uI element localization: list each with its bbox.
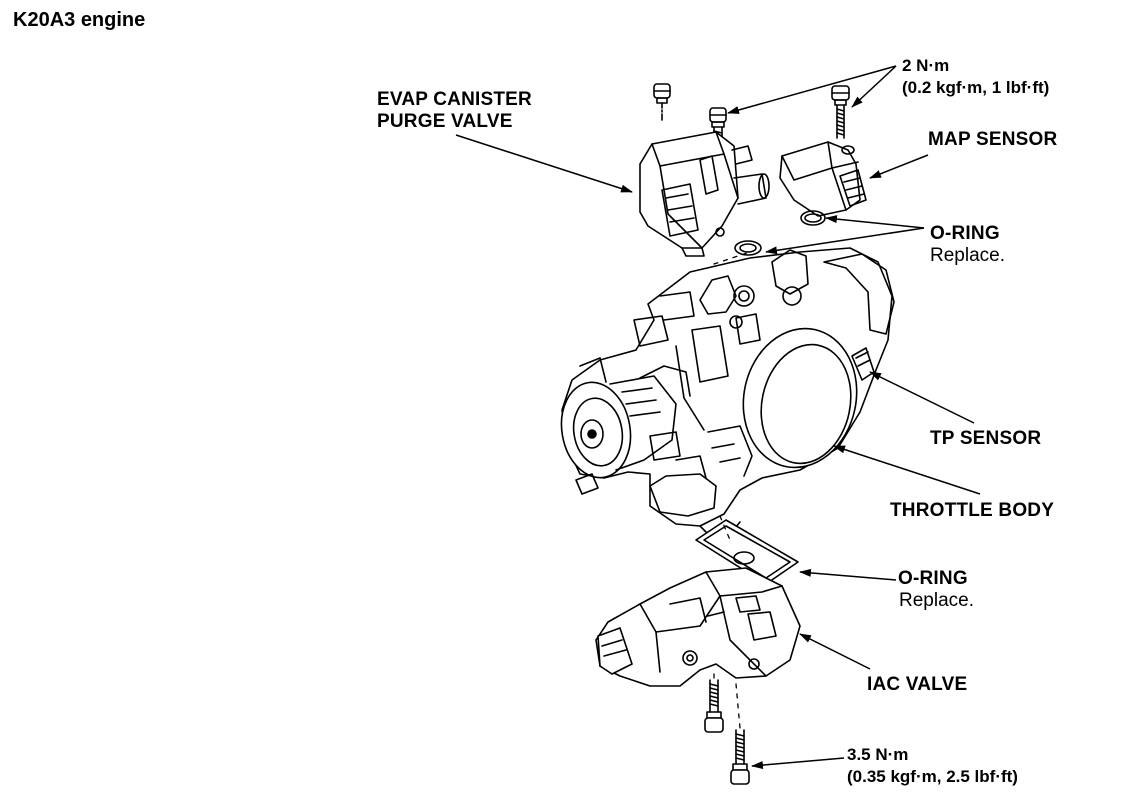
o-ring-upper-note: Replace. xyxy=(930,245,1005,266)
iac-valve xyxy=(595,567,801,687)
map-sensor xyxy=(779,141,867,217)
evap-o-ring xyxy=(734,240,762,256)
evap-valve-bolt xyxy=(709,107,727,147)
evap-label-line2: PURGE VALVE xyxy=(377,111,513,132)
map-o-ring xyxy=(800,210,826,226)
throttle-body xyxy=(560,247,895,535)
diagram-title: K20A3 engine xyxy=(13,9,146,31)
evap-label-line1: EVAP CANISTER xyxy=(377,89,532,110)
map-sensor-bolt xyxy=(831,85,850,139)
evap-canister-purge-valve xyxy=(639,131,770,257)
iac-long-bolt xyxy=(730,729,750,785)
iac-valve-label: IAC VALVE xyxy=(867,674,968,695)
o-ring-upper-label: O-RING xyxy=(930,223,1000,244)
leader-lines xyxy=(455,65,981,770)
torque-bottom-conversion: (0.35 kgf·m, 2.5 lbf·ft) xyxy=(847,767,1018,786)
loose-bolt-top xyxy=(653,83,671,121)
torque-top-value: 2 N·m xyxy=(902,56,950,75)
tp-sensor-label: TP SENSOR xyxy=(930,428,1042,449)
throttle-body-label: THROTTLE BODY xyxy=(890,500,1055,521)
o-ring-lower-note: Replace. xyxy=(899,590,974,611)
alignment-lines xyxy=(713,251,751,729)
torque-bottom-value: 3.5 N·m xyxy=(847,745,909,764)
torque-top-conversion: (0.2 kgf·m, 1 lbf·ft) xyxy=(902,78,1050,97)
iac-short-bolt xyxy=(704,679,724,733)
map-sensor-label: MAP SENSOR xyxy=(928,129,1058,150)
o-ring-lower-label: O-RING xyxy=(898,568,968,589)
